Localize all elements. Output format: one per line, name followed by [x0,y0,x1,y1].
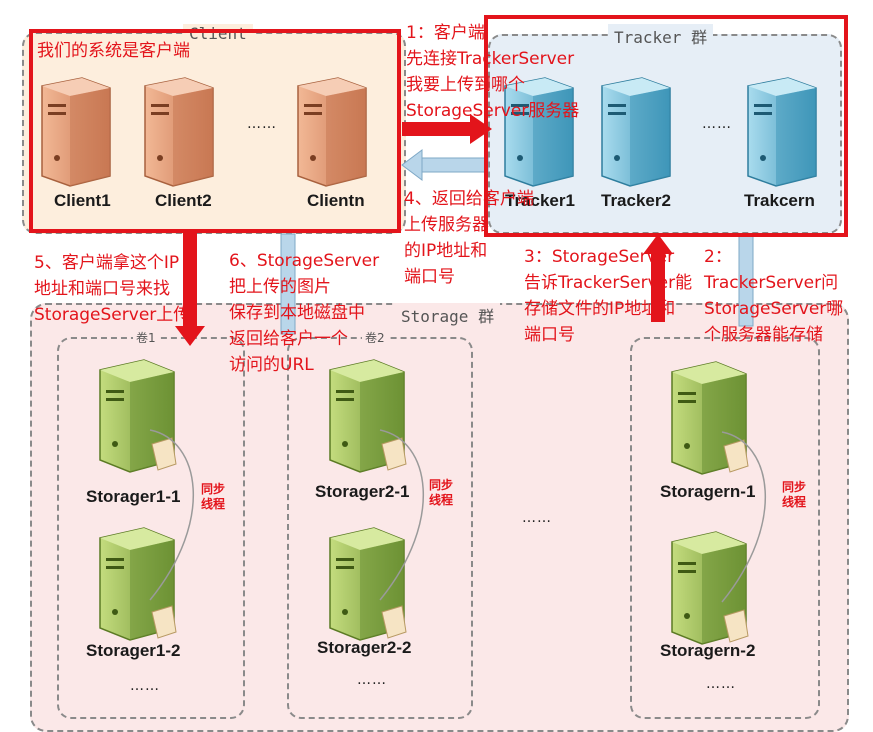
volume2-ellipsis: …… [357,672,387,688]
step4-note: 4、返回给客户端 上传服务器 的IP地址和 端口号 [404,189,534,287]
arrow-client-to-tracker [402,114,492,144]
client-ellipsis: …… [247,116,277,132]
step3-note: 3：StorageServer 告诉TrackerServer能 存储文件的IP… [524,247,693,345]
tracker-group-title: Tracker 群 [608,24,714,48]
arrow-tracker-to-client [401,149,489,181]
volumen-ellipsis: …… [706,676,736,692]
storager1-2-server-icon [99,527,177,641]
tracker1-label: Tracker1 [505,191,575,210]
sync-curve-n [721,431,766,603]
storagern-1-label: Storagern-1 [660,482,756,501]
storager2-1-label: Storager2-1 [315,482,410,501]
volume1-ellipsis: …… [130,678,160,694]
sync-label-1: 同步线程 [201,482,226,511]
client-highlight-box [29,29,401,233]
storager1-1-label: Storager1-1 [86,487,181,506]
sync-curve-1 [149,429,194,601]
storagern-2-label: Storagern-2 [660,641,756,660]
storager1-2-label: Storager1-2 [86,641,181,660]
storager2-2-label: Storager2-2 [317,638,412,657]
storager1-1-server-icon [99,359,177,473]
arrow-storage-to-client [280,233,296,335]
client2-label: Client2 [155,191,212,210]
step1-note: 1：客户端 先连接TrackerServer 我要上传到哪个 StorageSe… [406,23,580,121]
storage-group-title: Storage 群 [395,303,501,327]
step2-note: 2： TrackerServer问 StorageServer哪 个服务器能存储 [704,247,844,345]
trackern-label: Trakcern [744,191,815,210]
volume-1-title: 卷1 [133,329,159,346]
storager2-2-server-icon [329,527,407,641]
arrow-storage-to-tracker [643,234,673,322]
tracker-highlight-box [484,15,848,237]
storagern-1-server-icon [671,361,749,475]
volume-n-panel [630,337,820,719]
storagern-2-server-icon [671,531,749,645]
arrow-client-to-storage [175,232,205,346]
step6-note: 6、StorageServer 把上传的图片 保存到本地磁盘中 返回给客户一个 … [229,251,380,375]
step5-note: 5、客户端拿这个IP 地址和端口号来找 StorageServer上传 [34,253,191,325]
sync-curve-2 [379,429,424,601]
clientn-label: Clientn [307,191,365,210]
tracker-ellipsis: …… [702,116,732,132]
client-note: 我们的系统是客户端 [37,41,190,61]
volume-2-title: 卷2 [362,329,388,346]
sync-label-2: 同步线程 [429,478,454,507]
volumes-ellipsis: …… [522,510,552,526]
client1-label: Client1 [54,191,111,210]
tracker2-label: Tracker2 [601,191,671,210]
client-group-title: Client [183,24,253,43]
sync-label-n: 同步线程 [782,480,807,509]
